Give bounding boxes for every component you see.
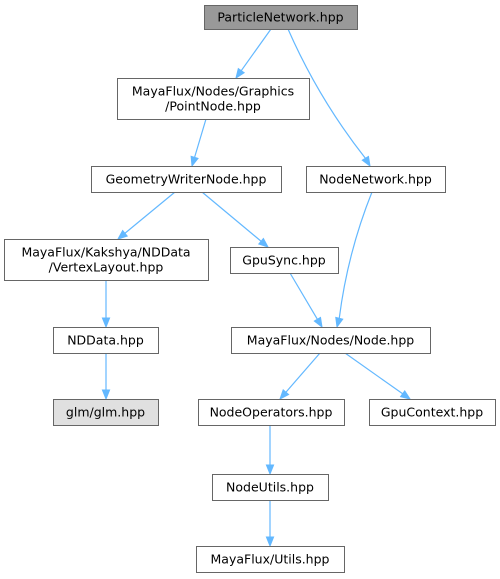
- node-label: glm/glm.hpp: [66, 405, 145, 420]
- edge-particle-network-to-node-network: [287, 28, 371, 168]
- arrow-head-icon: [190, 155, 199, 168]
- arrow-head-icon: [279, 388, 290, 401]
- node-box[interactable]: [53, 399, 159, 426]
- edge-node-to-gpu-context: [344, 352, 412, 400]
- edge-point-node-to-geometry-writer-node: [190, 118, 207, 168]
- arrow-head-icon: [101, 389, 111, 401]
- node-box[interactable]: [117, 78, 310, 120]
- edge-nddata-to-glm: [101, 353, 111, 401]
- node-label: GpuContext.hpp: [381, 405, 483, 420]
- node-gpu-sync[interactable]: GpuSync.hpp: [230, 247, 339, 274]
- node-gpu-context[interactable]: GpuContext.hpp: [369, 399, 496, 426]
- edges-layer: [101, 28, 412, 548]
- edge-line: [240, 28, 272, 72]
- edge-node-network-to-node: [335, 191, 373, 329]
- edge-line: [338, 191, 373, 319]
- node-label: ParticleNetwork.hpp: [217, 10, 343, 25]
- node-label: GpuSync.hpp: [242, 253, 326, 268]
- edge-line: [344, 352, 404, 395]
- arrow-head-icon: [265, 536, 275, 548]
- node-box[interactable]: [4, 239, 209, 281]
- edge-node-utils-to-utils: [265, 500, 275, 548]
- node-label: MayaFlux/Kakshya/NDData: [21, 245, 190, 260]
- node-node-network[interactable]: NodeNetwork.hpp: [306, 166, 446, 193]
- node-utils[interactable]: MayaFlux/Utils.hpp: [196, 546, 345, 573]
- node-box[interactable]: [198, 399, 345, 426]
- edge-line: [124, 191, 176, 234]
- node-box[interactable]: [91, 166, 282, 193]
- node-label: NodeOperators.hpp: [210, 405, 333, 420]
- node-label: MayaFlux/Nodes/Node.hpp: [247, 333, 414, 348]
- node-nddata[interactable]: NDData.hpp: [53, 327, 159, 354]
- node-label: NodeNetwork.hpp: [319, 172, 432, 187]
- node-box[interactable]: [212, 474, 329, 501]
- node-point-node[interactable]: MayaFlux/Nodes/Graphics/PointNode.hpp: [117, 78, 310, 120]
- edge-line: [201, 191, 262, 242]
- edge-node-to-node-operators: [279, 352, 321, 401]
- edge-node-operators-to-node-utils: [265, 425, 275, 476]
- node-label: /VertexLayout.hpp: [49, 260, 164, 275]
- node-label: GeometryWriterNode.hpp: [106, 172, 267, 187]
- arrow-head-icon: [399, 389, 412, 400]
- edge-line: [193, 118, 207, 158]
- node-geometry-writer-node[interactable]: GeometryWriterNode.hpp: [91, 166, 282, 193]
- node-label: MayaFlux/Utils.hpp: [211, 552, 330, 567]
- edge-particle-network-to-point-node: [235, 28, 272, 80]
- arrow-head-icon: [335, 316, 344, 329]
- arrow-head-icon: [101, 317, 111, 329]
- node-box[interactable]: [230, 247, 339, 274]
- node-box[interactable]: [306, 166, 446, 193]
- arrow-head-icon: [116, 229, 129, 240]
- arrow-head-icon: [235, 67, 246, 80]
- node-vertex-layout[interactable]: MayaFlux/Kakshya/NDData/VertexLayout.hpp: [4, 239, 209, 281]
- node-box[interactable]: [196, 546, 345, 573]
- node-particle-network[interactable]: ParticleNetwork.hpp: [204, 5, 358, 30]
- node-node-utils[interactable]: NodeUtils.hpp: [212, 474, 329, 501]
- node-label: /PointNode.hpp: [165, 99, 261, 114]
- arrow-head-icon: [257, 237, 270, 248]
- edge-vertex-layout-to-nddata: [101, 280, 111, 329]
- node-box[interactable]: [369, 399, 496, 426]
- node-box[interactable]: [231, 327, 431, 354]
- edge-gpu-sync-to-node: [289, 272, 323, 329]
- arrow-head-icon: [313, 316, 323, 329]
- nodes-layer: ParticleNetwork.hppMayaFlux/Nodes/Graphi…: [4, 5, 496, 573]
- node-glm[interactable]: glm/glm.hpp: [53, 399, 159, 426]
- node-node-operators[interactable]: NodeOperators.hpp: [198, 399, 345, 426]
- arrow-head-icon: [361, 155, 371, 168]
- edge-line: [285, 352, 321, 393]
- node-label: MayaFlux/Nodes/Graphics: [132, 84, 294, 99]
- edge-line: [287, 28, 366, 159]
- node-node[interactable]: MayaFlux/Nodes/Node.hpp: [231, 327, 431, 354]
- node-box[interactable]: [204, 5, 358, 30]
- edge-geometry-writer-node-to-gpu-sync: [201, 191, 270, 248]
- node-box[interactable]: [53, 327, 159, 354]
- edge-line: [289, 272, 318, 320]
- edge-geometry-writer-node-to-vertex-layout: [116, 191, 176, 240]
- arrow-head-icon: [265, 464, 275, 476]
- node-label: NodeUtils.hpp: [226, 480, 314, 495]
- node-label: NDData.hpp: [67, 333, 144, 348]
